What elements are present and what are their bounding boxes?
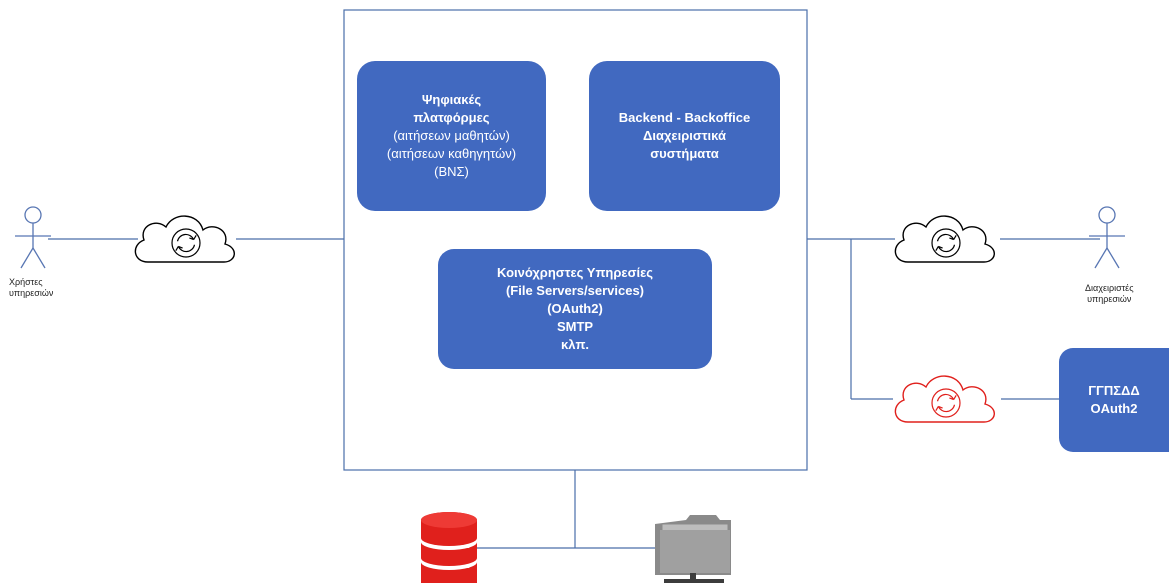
shared-line2: (File Servers/services) bbox=[505, 283, 645, 298]
users-label-line1: Χρήστες bbox=[9, 277, 43, 287]
shared-line3: (OAuth2) bbox=[547, 301, 603, 316]
platforms-line3: (ΒΝΣ) bbox=[434, 164, 469, 179]
gsis-line2: OAuth2 bbox=[1090, 401, 1138, 416]
backend-line2: Διαχειριστικά bbox=[643, 128, 726, 143]
user-actor-icon bbox=[15, 206, 51, 269]
digital-platforms-box: Ψηφιακές πλατφόρμες (αιτήσεων μαθητών) (… bbox=[357, 61, 546, 211]
backend-line3: συστήματα bbox=[650, 146, 719, 161]
gsis-line1: ΓΓΠΣΔΔ bbox=[1088, 383, 1140, 398]
users-label: Χρήστες υπηρεσιών bbox=[9, 277, 53, 299]
admin-actor-icon bbox=[1089, 206, 1125, 269]
backend-line1: Backend - Backoffice bbox=[618, 110, 751, 125]
shared-line4: SMTP bbox=[556, 319, 594, 334]
admins-label: Διαχειριστές υπηρεσιών bbox=[1085, 283, 1134, 305]
platforms-title-line2: πλατφόρμες bbox=[413, 110, 490, 125]
file-server-icon bbox=[655, 515, 731, 583]
connectors bbox=[48, 238, 1100, 549]
shared-line5: κλπ. bbox=[560, 337, 590, 352]
platforms-line2: (αιτήσεων καθηγητών) bbox=[386, 146, 517, 161]
database-icon bbox=[421, 512, 477, 583]
platforms-title-line1: Ψηφιακές bbox=[421, 92, 482, 107]
gsis-oauth-box: ΓΓΠΣΔΔ OAuth2 bbox=[1059, 348, 1169, 452]
admins-label-line2: υπηρεσιών bbox=[1087, 294, 1132, 304]
shared-services-box: Κοινόχρηστες Υπηρεσίες (File Servers/ser… bbox=[438, 249, 712, 369]
cloud-sync-icon bbox=[134, 215, 236, 263]
cloud-sync-icon-external bbox=[894, 375, 996, 423]
platforms-line1: (αιτήσεων μαθητών) bbox=[393, 128, 510, 143]
cloud-sync-icon bbox=[894, 215, 996, 263]
admins-label-line1: Διαχειριστές bbox=[1085, 283, 1134, 293]
users-label-line2: υπηρεσιών bbox=[9, 288, 54, 298]
backend-backoffice-box: Backend - Backoffice Διαχειριστικά συστή… bbox=[589, 61, 780, 211]
shared-line1: Κοινόχρηστες Υπηρεσίες bbox=[496, 265, 654, 280]
